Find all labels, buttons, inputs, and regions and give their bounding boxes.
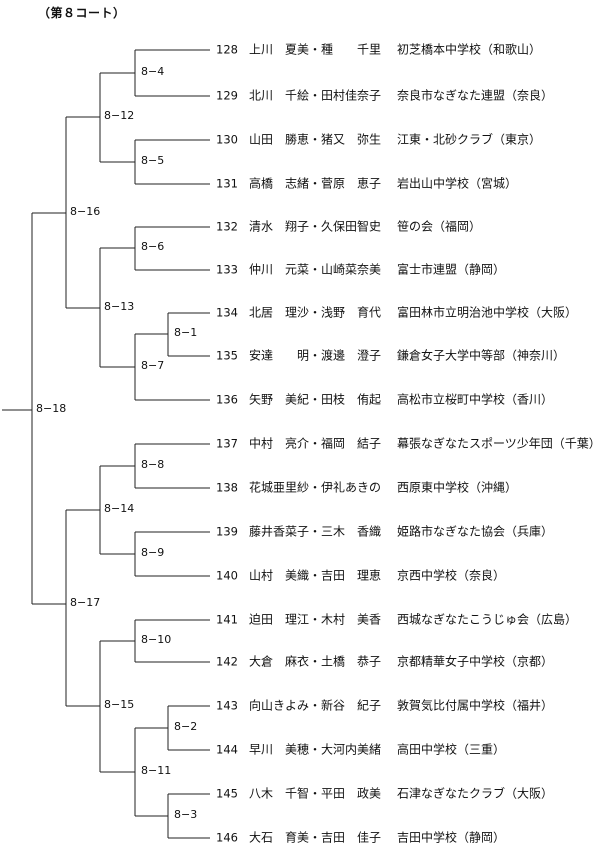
- page-title: （第８コート）: [38, 6, 126, 20]
- match-label-m6: 8−6: [141, 240, 164, 253]
- entry-number: 133: [216, 263, 238, 277]
- entry-players: 上川 夏美・種 千里: [249, 43, 381, 57]
- entry-number: 144: [216, 743, 238, 757]
- match-label-m9: 8−9: [141, 546, 164, 559]
- entry-club: 富士市連盟（静岡）: [397, 262, 505, 277]
- entry-players: 安達 明・渡邊 澄子: [249, 348, 381, 363]
- match-label-m17: 8−17: [70, 596, 100, 609]
- entry-club: 西城なぎなたこうじゅ会（広島）: [397, 612, 577, 627]
- match-label-m12: 8−12: [104, 109, 134, 122]
- match-label-m11: 8−11: [141, 764, 171, 777]
- match-label-m15: 8−15: [104, 698, 134, 711]
- entry-players: 清水 翔子・久保田智史: [249, 219, 381, 234]
- match-label-m14: 8−14: [104, 502, 134, 515]
- match-label-m7: 8−7: [141, 359, 164, 372]
- match-label-m10: 8−10: [141, 633, 171, 646]
- match-label-m2: 8−2: [174, 720, 197, 733]
- entry-number: 143: [216, 699, 238, 713]
- entry-club: 吉田中学校（静岡）: [397, 830, 505, 845]
- entry-club: 笹の会（福岡）: [397, 219, 481, 234]
- entry-number: 140: [216, 569, 238, 583]
- entry-players: 藤井香菜子・三木 香織: [249, 525, 381, 539]
- entry-club: 江東・北砂クラブ（東京）: [397, 132, 541, 147]
- entry-players: 迫田 理江・木村 美香: [249, 613, 381, 627]
- entry-club: 鎌倉女子大学中等部（神奈川）: [397, 348, 565, 363]
- match-label-m18: 8−18: [36, 402, 66, 415]
- entry-number: 135: [216, 349, 238, 363]
- entry-number: 130: [216, 133, 238, 147]
- match-label-m3: 8−3: [174, 808, 197, 821]
- entry-players: 北川 千絵・田村佳奈子: [249, 88, 381, 103]
- entry-number: 128: [216, 43, 238, 57]
- entry-players: 北居 理沙・浅野 育代: [249, 305, 381, 320]
- entry-number: 138: [216, 481, 238, 495]
- match-label-m16: 8−16: [70, 205, 100, 218]
- entry-players: 八木 千智・平田 政美: [249, 786, 381, 801]
- entry-number: 129: [216, 89, 238, 103]
- entry-club: 岩出山中学校（宮城）: [397, 176, 517, 191]
- entry-number: 145: [216, 787, 238, 801]
- entry-number: 139: [216, 525, 238, 539]
- entry-number: 132: [216, 220, 238, 234]
- entry-club: 姫路市なぎなた協会（兵庫）: [397, 524, 553, 539]
- match-label-m8: 8−8: [141, 458, 164, 471]
- entry-players: 中村 亮介・福岡 結子: [249, 436, 381, 451]
- entry-players: 山村 美織・吉田 理恵: [249, 569, 381, 583]
- entry-players: 仲川 元菜・山崎菜奈美: [249, 263, 381, 277]
- entry-players: 向山きよみ・新谷 紀子: [249, 698, 381, 713]
- entry-club: 高田中学校（三重）: [397, 742, 505, 757]
- match-label-m4: 8−4: [141, 65, 164, 78]
- entry-number: 131: [216, 177, 238, 191]
- entry-club: 京都精華女子中学校（京都）: [397, 654, 553, 669]
- match-label-m1: 8−1: [174, 326, 197, 339]
- entry-number: 134: [216, 306, 238, 320]
- entry-club: 幕張なぎなたスポーツ少年団（千葉）: [397, 437, 600, 451]
- match-label-m13: 8−13: [104, 300, 134, 313]
- entry-number: 142: [216, 655, 238, 669]
- entry-club: 京西中学校（奈良）: [397, 568, 505, 583]
- entry-club: 奈良市なぎなた連盟（奈良）: [397, 88, 553, 103]
- entry-club: 敦賀気比付属中学校（福井）: [397, 698, 553, 713]
- match-label-m5: 8−5: [141, 154, 164, 167]
- entry-club: 西原東中学校（沖縄）: [397, 480, 517, 495]
- entry-players: 早川 美穂・大河内美緒: [249, 742, 381, 757]
- entry-number: 136: [216, 393, 238, 407]
- entry-number: 137: [216, 437, 238, 451]
- entry-club: 富田林市立明治池中学校（大阪）: [397, 305, 577, 320]
- entry-players: 花城亜里紗・伊礼あきの: [249, 480, 381, 495]
- entry-number: 146: [216, 831, 238, 845]
- entry-club: 高松市立桜町中学校（香川）: [397, 392, 553, 407]
- entry-players: 高橋 志緒・菅原 恵子: [249, 176, 381, 191]
- entry-players: 大石 育美・吉田 佳子: [249, 830, 381, 845]
- entry-players: 矢野 美紀・田枝 侑起: [249, 392, 381, 407]
- entry-club: 石津なぎなたクラブ（大阪）: [397, 786, 553, 801]
- entry-players: 大倉 麻衣・土橋 恭子: [249, 654, 381, 669]
- entry-players: 山田 勝恵・猪又 弥生: [249, 132, 381, 147]
- entry-club: 初芝橋本中学校（和歌山）: [397, 42, 541, 57]
- entry-number: 141: [216, 613, 238, 627]
